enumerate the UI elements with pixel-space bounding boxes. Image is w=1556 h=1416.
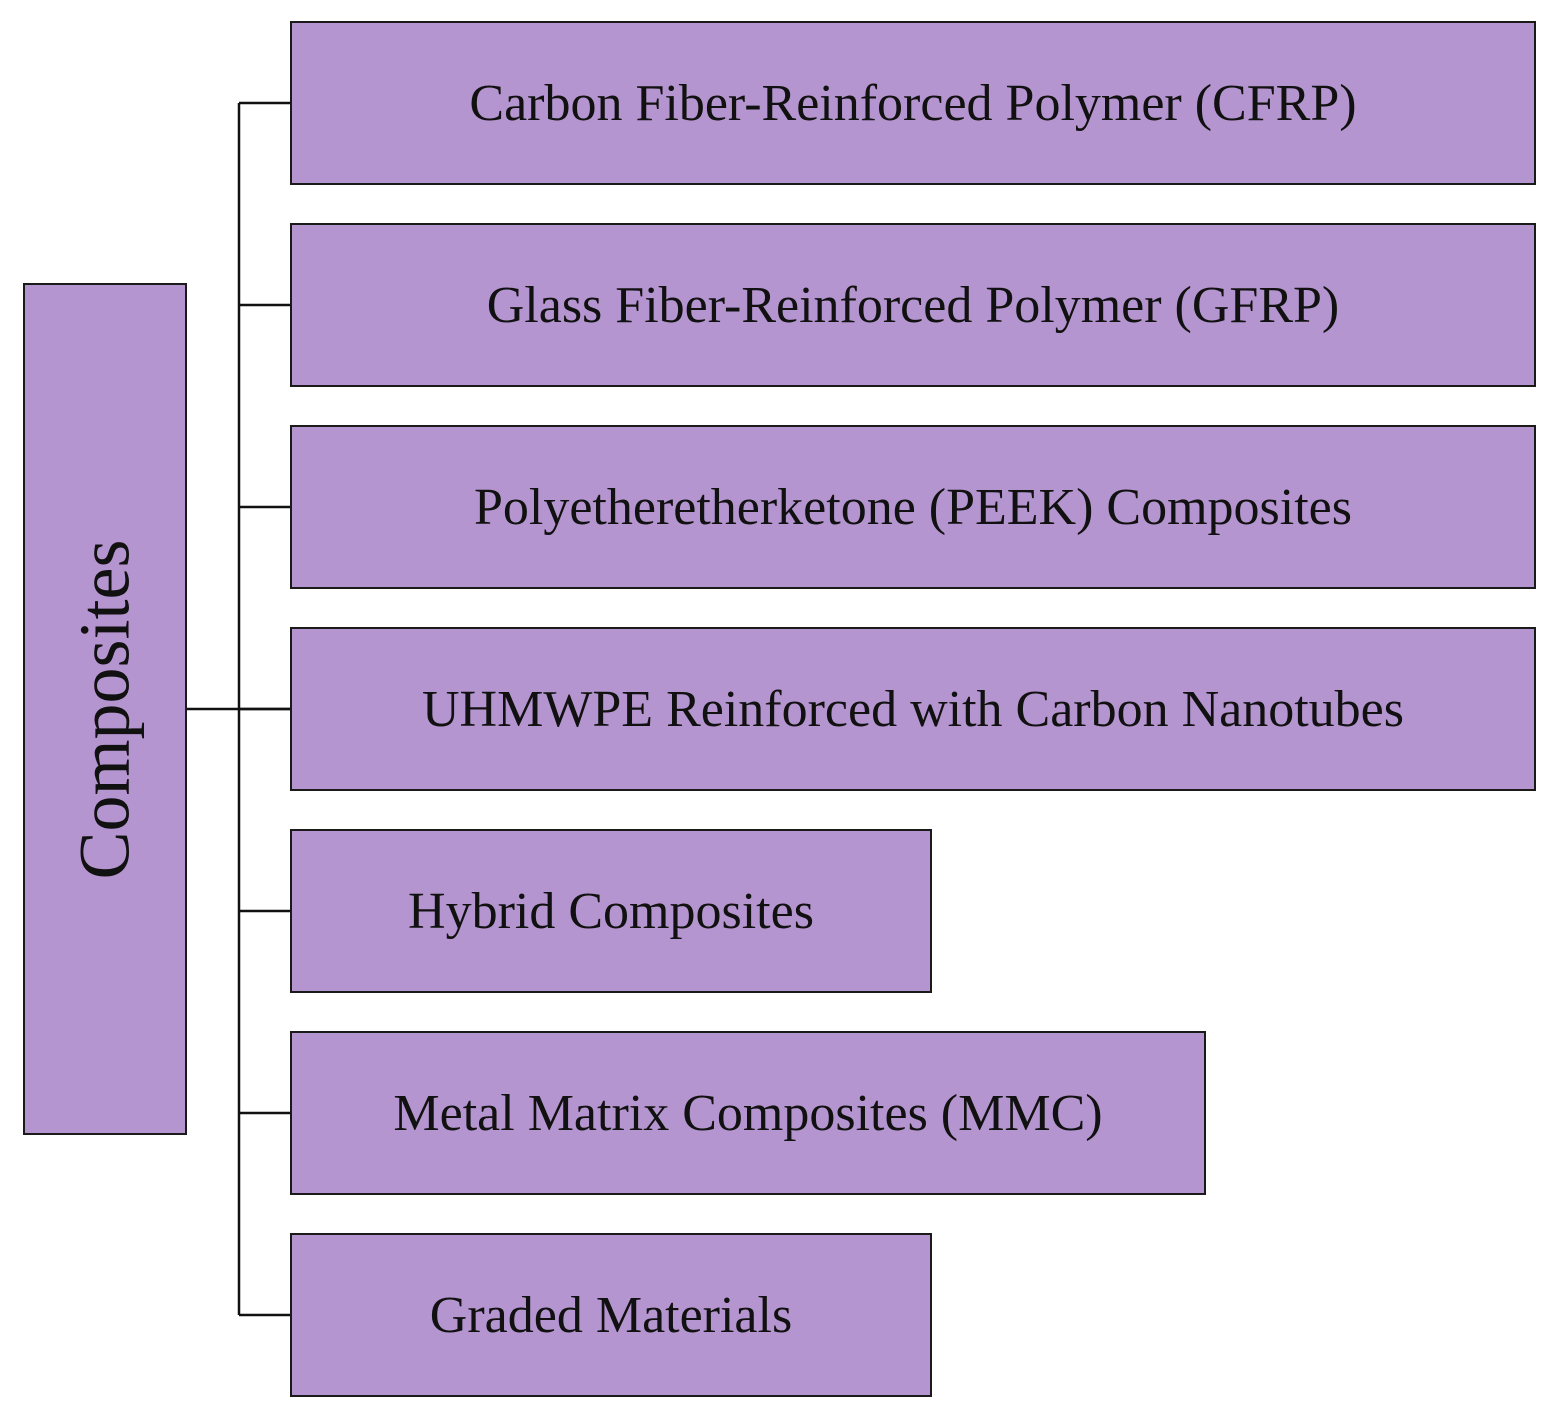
child-node-label: Metal Matrix Composites (MMC): [393, 1084, 1103, 1142]
child-node-mmc: Metal Matrix Composites (MMC): [290, 1031, 1206, 1195]
child-node-label: UHMWPE Reinforced with Carbon Nanotubes: [421, 680, 1405, 738]
child-node-graded: Graded Materials: [290, 1233, 932, 1397]
child-node-hybrid: Hybrid Composites: [290, 829, 932, 993]
child-node-uhmwpe: UHMWPE Reinforced with Carbon Nanotubes: [290, 627, 1536, 791]
root-node-composites: Composites: [23, 283, 187, 1135]
child-node-peek: Polyetheretherketone (PEEK) Composites: [290, 425, 1536, 589]
child-node-cfrp: Carbon Fiber-Reinforced Polymer (CFRP): [290, 21, 1536, 185]
child-node-gfrp: Glass Fiber-Reinforced Polymer (GFRP): [290, 223, 1536, 387]
child-node-label: Hybrid Composites: [408, 882, 814, 940]
child-node-label: Carbon Fiber-Reinforced Polymer (CFRP): [469, 74, 1357, 132]
root-node-label: Composites: [64, 538, 145, 880]
child-node-label: Glass Fiber-Reinforced Polymer (GFRP): [486, 276, 1340, 334]
child-node-label: Polyetheretherketone (PEEK) Composites: [473, 478, 1353, 536]
child-node-label: Graded Materials: [429, 1286, 793, 1344]
